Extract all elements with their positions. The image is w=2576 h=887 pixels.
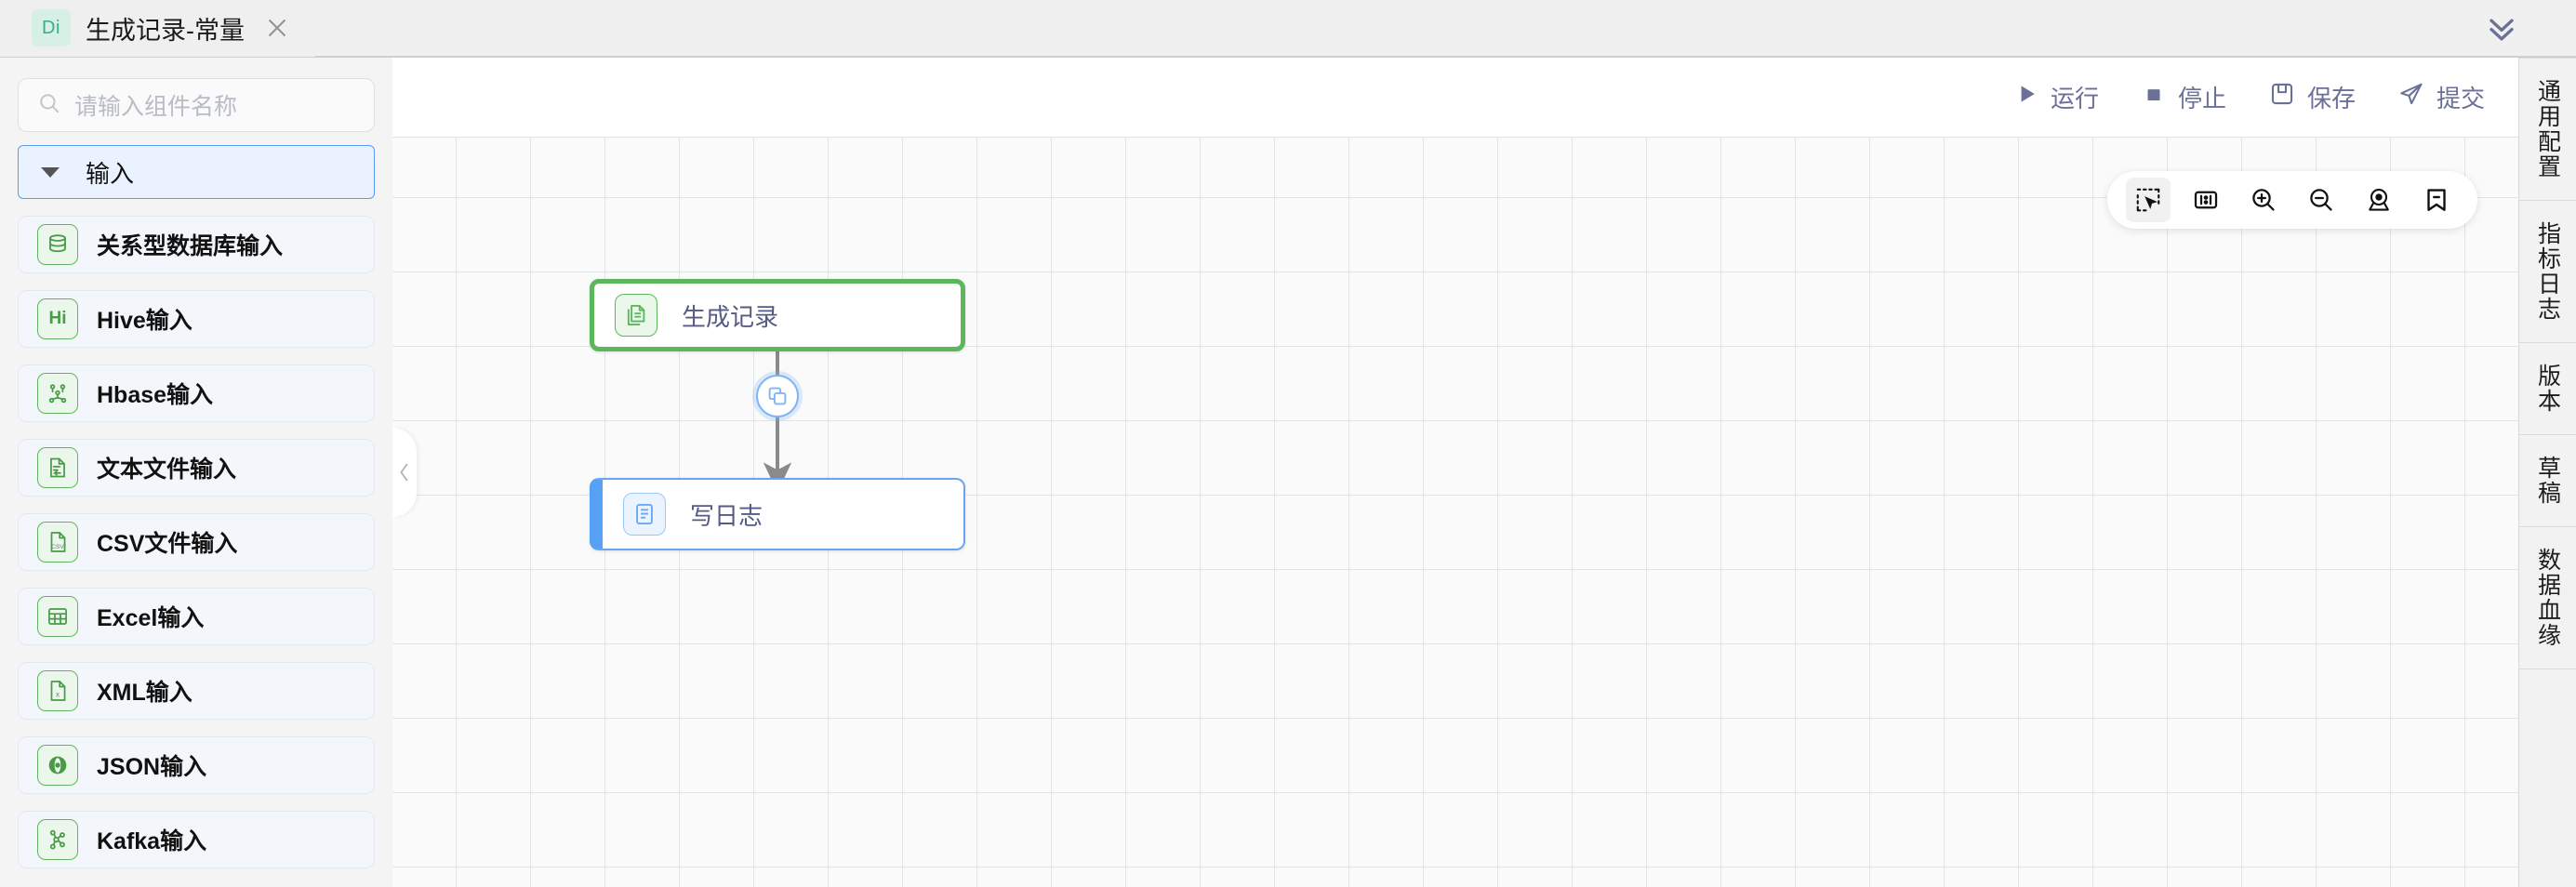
save-label: 保存 [2306,85,2356,113]
flow-node-body: 生成记录 [594,284,961,347]
hive-icon: Hi [37,298,78,339]
palette-item-hive[interactable]: Hi Hive输入 [18,290,375,348]
zoom-in-icon[interactable] [2241,178,2286,222]
palette-item-hbase[interactable]: Hbase输入 [18,364,375,422]
excel-icon [37,596,78,637]
svg-text:x: x [56,691,60,699]
palette-item-label: 文本文件输入 [97,457,237,483]
generate-record-icon [615,294,657,337]
palette-item-excel[interactable]: Excel输入 [18,588,375,645]
svg-text:CSV: CSV [51,544,64,550]
json-icon [37,745,78,786]
edge-badge-copy[interactable] [756,375,799,417]
play-icon [2014,82,2038,113]
csv-file-icon: CSV [37,522,78,563]
right-tab-version[interactable]: 版本 [2519,343,2576,435]
text-file-icon [37,447,78,488]
flow-node-generate-record[interactable]: 生成记录 [590,279,965,351]
flow-canvas[interactable]: 生成记录 写日志 [392,138,2518,887]
database-icon [37,224,78,265]
palette-item-label: XML输入 [97,680,193,706]
search-icon [37,91,61,120]
palette-item-relational-db[interactable]: 关系型数据库输入 [18,216,375,273]
tab-title: 生成记录-常量 [86,16,245,45]
palette-list: 输入 关系型数据库输入 Hi [0,145,392,887]
right-tab-rail: 通用配置 指标日志 版本 草稿 数据血缘 [2518,58,2576,887]
bookmark-icon[interactable] [2414,178,2459,222]
locate-icon[interactable] [2357,178,2401,222]
flow-node-write-log[interactable]: 写日志 [590,478,965,550]
stop-label: 停止 [2177,85,2226,113]
category-label: 输入 [86,159,135,188]
zoom-out-icon[interactable] [2299,178,2344,222]
search-input[interactable]: 请输入组件名称 [18,78,375,132]
component-palette: 请输入组件名称 输入 关系型 [0,58,392,887]
kafka-icon [37,819,78,860]
save-icon [2269,81,2295,113]
run-label: 运行 [2050,85,2099,113]
write-log-icon [623,493,666,536]
palette-item-label: JSON输入 [97,754,207,780]
palette-item-text-file[interactable]: 文本文件输入 [18,439,375,496]
palette-item-label: Hbase输入 [97,382,214,408]
tab-generate-record[interactable]: Di 生成记录-常量 [0,0,315,57]
caret-down-icon [41,166,60,178]
xml-file-icon: x [37,670,78,711]
main-body: 请输入组件名称 输入 关系型 [0,58,2576,887]
hbase-icon [37,373,78,414]
right-tab-draft[interactable]: 草稿 [2519,435,2576,527]
action-toolbar: 运行 停止 保存 [392,58,2518,138]
submit-button[interactable]: 提交 [2398,80,2485,114]
run-button[interactable]: 运行 [2014,80,2099,114]
flow-node-label: 生成记录 [682,302,779,331]
fit-one-to-one-icon[interactable] [2184,178,2228,222]
canvas-toolbar [2107,171,2477,229]
palette-item-label: CSV文件输入 [97,531,238,557]
tab-bar: Di 生成记录-常量 [0,0,2576,58]
stop-icon [2142,82,2166,113]
submit-icon [2398,81,2424,113]
category-header-input[interactable]: 输入 [18,145,375,199]
sidebar-collapse-handle[interactable] [392,428,417,517]
flow-node-body: 写日志 [603,480,963,549]
palette-item-xml[interactable]: x XML输入 [18,662,375,720]
stop-button[interactable]: 停止 [2142,80,2226,114]
selection-box-icon[interactable] [2126,178,2171,222]
close-icon[interactable] [263,14,291,42]
palette-item-kafka[interactable]: Kafka输入 [18,811,375,868]
palette-item-label: Hive输入 [97,308,193,334]
right-tab-data-lineage[interactable]: 数据血缘 [2519,527,2576,669]
palette-item-csv-file[interactable]: CSV CSV文件输入 [18,513,375,571]
hive-icon-text: Hi [48,309,67,328]
double-chevron-down-icon[interactable] [2481,7,2522,48]
right-tab-general-config[interactable]: 通用配置 [2519,58,2576,201]
palette-item-json[interactable]: JSON输入 [18,736,375,794]
right-tab-metric-log[interactable]: 指标日志 [2519,201,2576,343]
search-placeholder: 请输入组件名称 [74,94,238,120]
palette-item-label: Excel输入 [97,605,205,631]
editor-area: 运行 停止 保存 [392,58,2518,887]
search-area: 请输入组件名称 [0,58,392,145]
tab-badge-di: Di [32,9,71,46]
palette-item-label: 关系型数据库输入 [97,233,284,259]
flow-node-label: 写日志 [690,501,764,530]
palette-item-label: Kafka输入 [97,828,207,854]
submit-label: 提交 [2436,85,2485,113]
save-button[interactable]: 保存 [2269,80,2356,114]
